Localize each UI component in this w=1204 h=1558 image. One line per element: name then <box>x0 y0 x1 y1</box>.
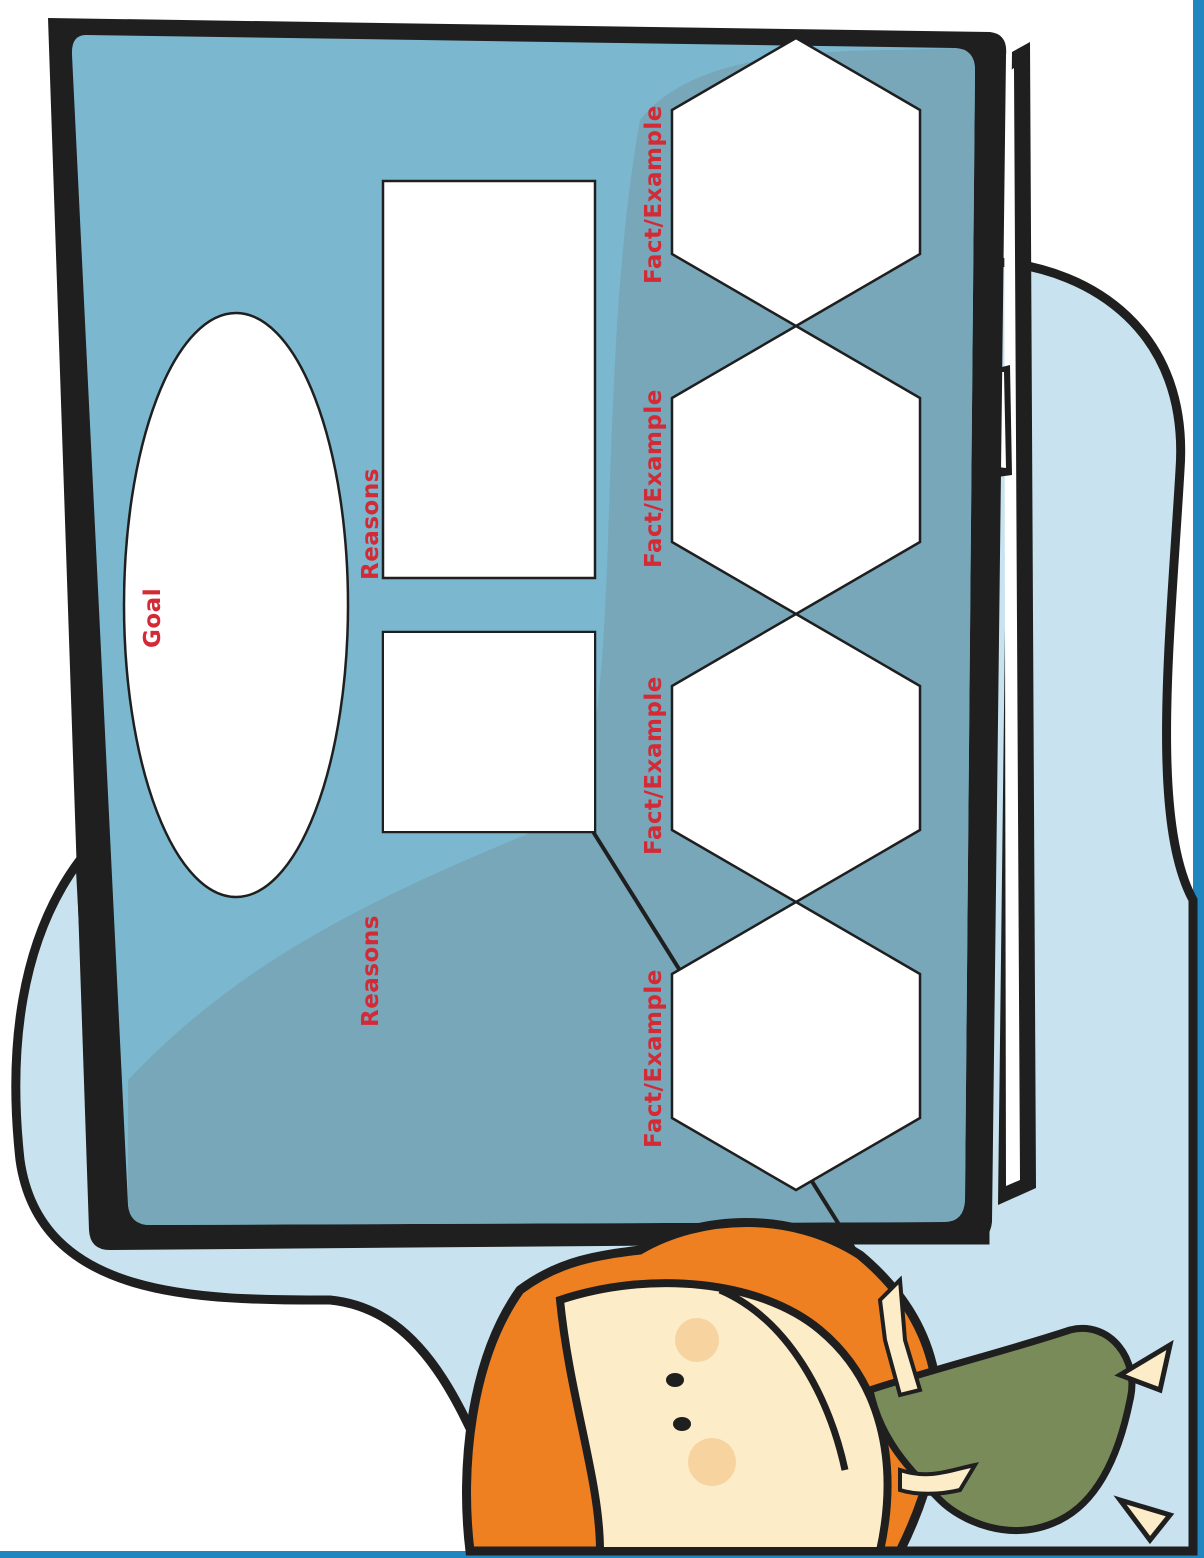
reasons-box-top <box>383 181 595 578</box>
reasons-label-top: Reasons <box>358 468 384 580</box>
fact-label-1: Fact/Example <box>641 105 667 284</box>
fact-label-2: Fact/Example <box>641 389 667 568</box>
reasons-box-bottom-fill <box>384 633 594 831</box>
goal-label: Goal <box>140 588 166 648</box>
fact-label-3: Fact/Example <box>641 676 667 855</box>
reasons-label-bottom: Reasons <box>358 915 384 1027</box>
fact-label-4: Fact/Example <box>641 969 667 1148</box>
